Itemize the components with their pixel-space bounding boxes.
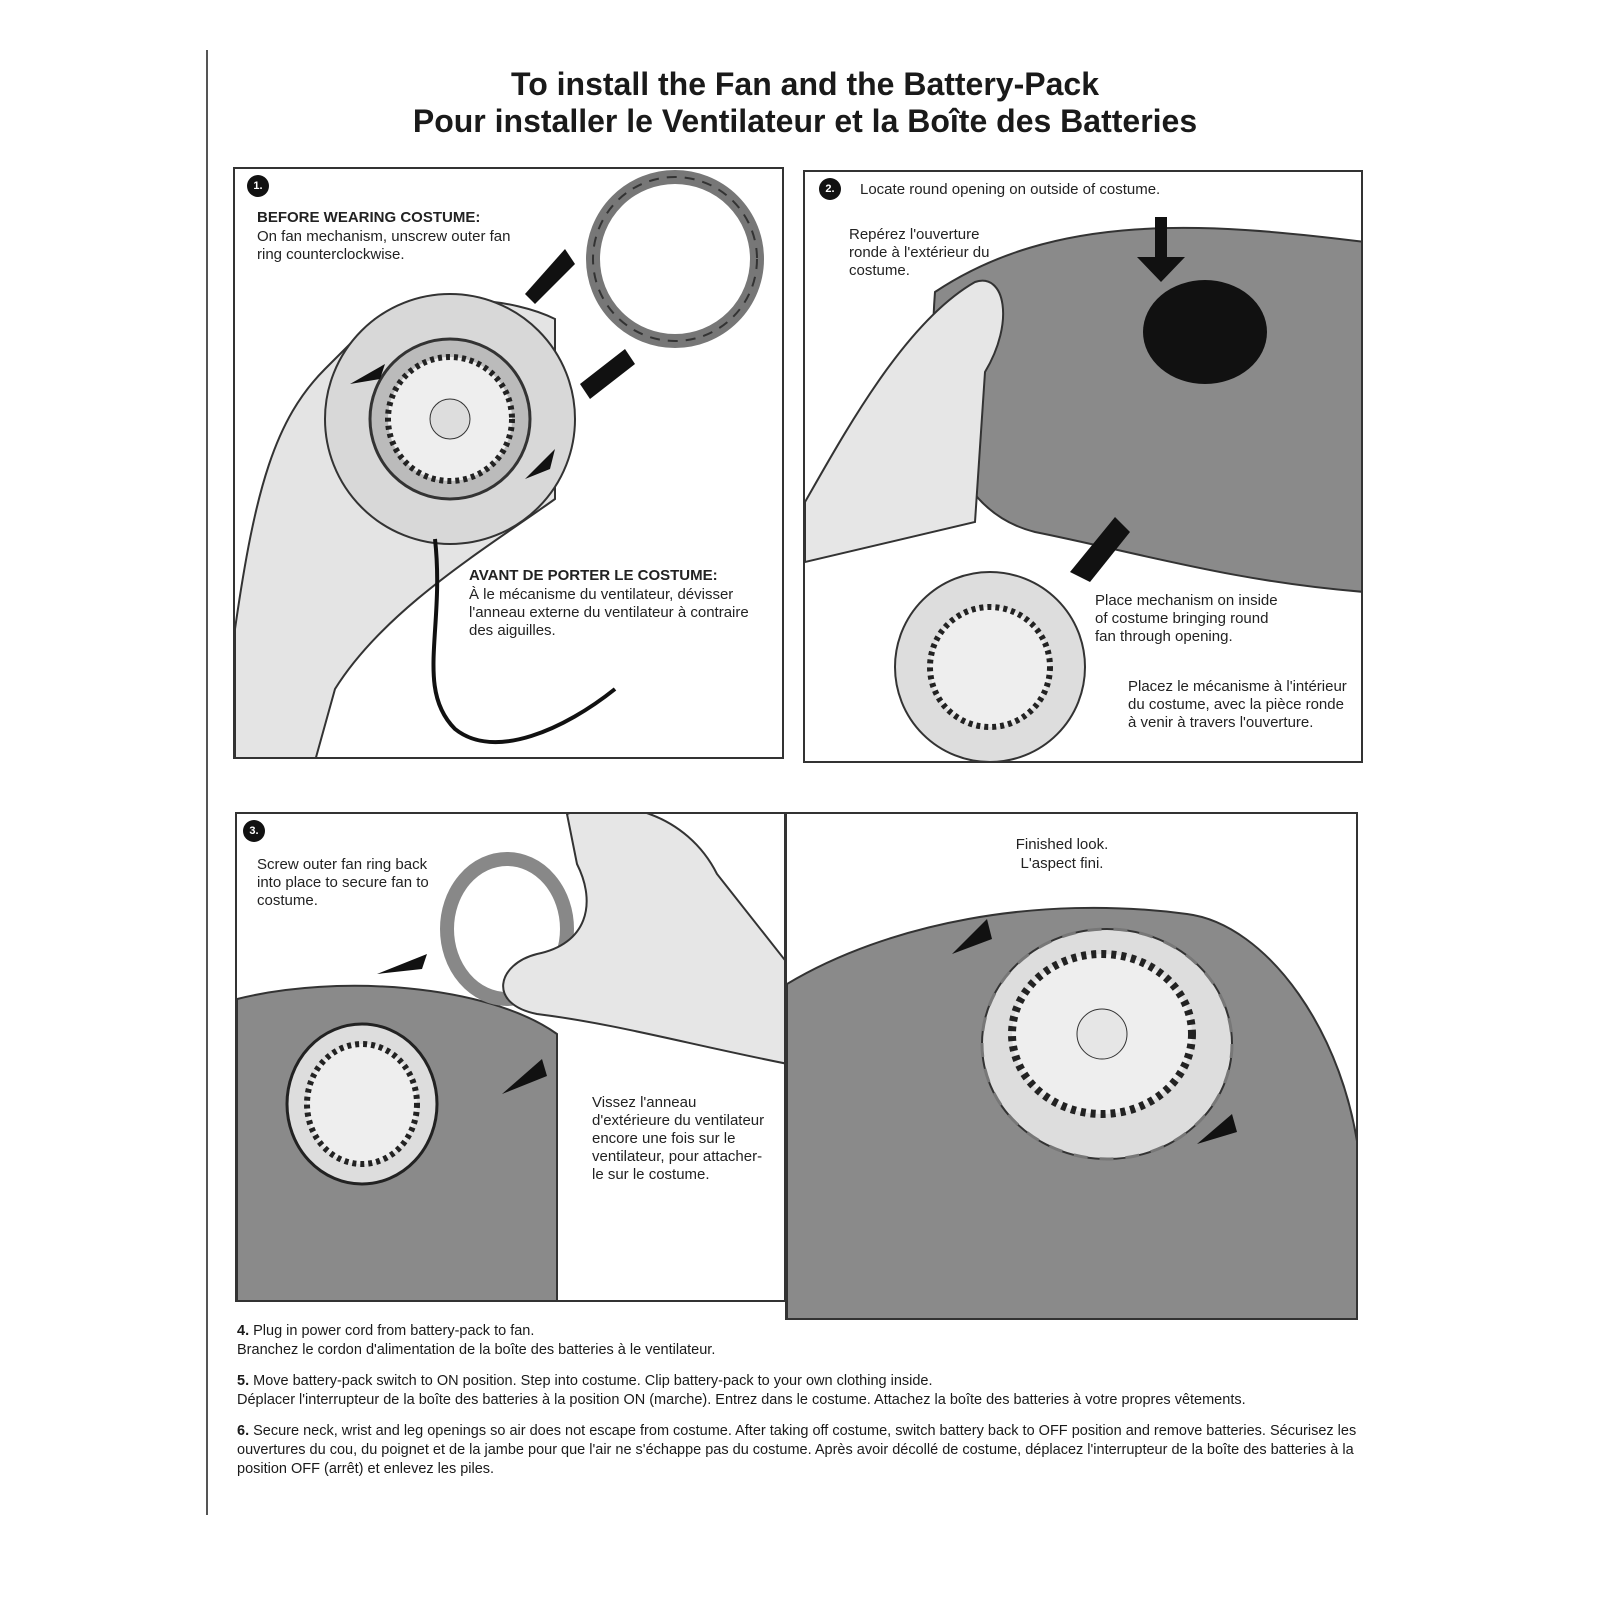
panel1-text-en: On fan mechanism, unscrew outer fan ring… xyxy=(257,228,511,263)
screw-ring-illustration xyxy=(237,814,784,1300)
step-number-badge: 3. xyxy=(243,820,265,842)
panel1-heading-en: BEFORE WEARING COSTUME: xyxy=(257,209,481,226)
panel4-text-en: Finished look. xyxy=(1015,836,1109,853)
panel4-text-fr: L'aspect fini. xyxy=(1020,855,1104,872)
step-number-badge: 1. xyxy=(247,175,269,197)
panel2-text-en-bottom: Place mechanism on inside of costume bri… xyxy=(1095,592,1278,645)
title-english: To install the Fan and the Battery-Pack xyxy=(511,66,1099,102)
panel-step-2: 2. Locate round opening on outside of co… xyxy=(803,170,1363,763)
panel2-text-fr-top: Repérez l'ouverture ronde à l'extérieur … xyxy=(849,226,990,279)
title-french: Pour installer le Ventilateur et la Boît… xyxy=(412,103,1198,139)
step-6: 6. Secure neck, wrist and leg openings s… xyxy=(237,1423,1357,1477)
costume-opening-illustration xyxy=(805,217,1361,761)
additional-steps: 4. Plug in power cord from battery-pack … xyxy=(237,1322,1357,1491)
panel1-text-fr: À le mécanisme du ventilateur, dévisser … xyxy=(469,586,749,639)
panel-finished-look: Finished look. L'aspect fini. xyxy=(785,812,1358,1320)
panel-step-3: 3. Screw outer fan ring back into place … xyxy=(235,812,786,1302)
panel3-text-en: Screw outer fan ring back into place to … xyxy=(257,856,429,909)
step-5: 5. Move battery-pack switch to ON positi… xyxy=(237,1373,1246,1408)
fan-unscrew-illustration xyxy=(235,170,764,757)
panel2-text-fr-bottom: Placez le mécanisme à l'intérieur du cos… xyxy=(1128,678,1347,731)
panel-step-1: 1. BEFORE WEARING COSTUME: On fan mechan… xyxy=(233,167,784,759)
step-number-badge: 2. xyxy=(819,178,841,200)
panel3-text-fr: Vissez l'anneau d'extérieure du ventilat… xyxy=(592,1094,772,1184)
page-margin-line xyxy=(206,50,208,1515)
step-4: 4. Plug in power cord from battery-pack … xyxy=(237,1323,716,1358)
finished-fan-illustration xyxy=(787,906,1356,1318)
panel2-text-en-top: Locate round opening on outside of costu… xyxy=(860,181,1161,198)
panel1-heading-fr: AVANT DE PORTER LE COSTUME: xyxy=(469,567,718,584)
